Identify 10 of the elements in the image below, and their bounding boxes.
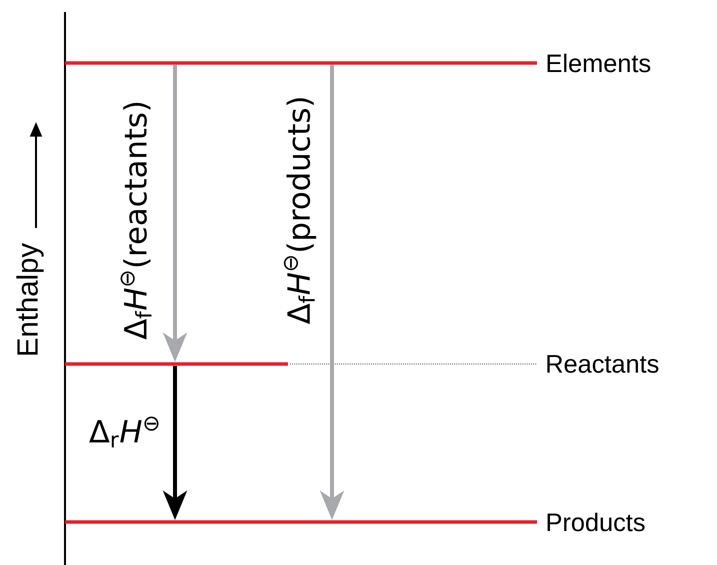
node-label: Products [548, 512, 645, 532]
energy-level [65, 362, 288, 366]
edge-label: Δ$_{f}$H$^{⊖}$(products) [284, 98, 316, 324]
edge-label: Δ$_{r}$H$^{⊖}$ [89, 416, 158, 448]
node-label: Elements [548, 54, 650, 72]
energy-level: Elements [65, 54, 650, 72]
level-label: Reactants [547, 355, 658, 373]
energy-level: Products [65, 512, 645, 532]
edge-label: Δ$_{f}$H$^{⊖}$(reactants) [120, 102, 152, 340]
axis-label: Enthalpy [16, 243, 44, 355]
